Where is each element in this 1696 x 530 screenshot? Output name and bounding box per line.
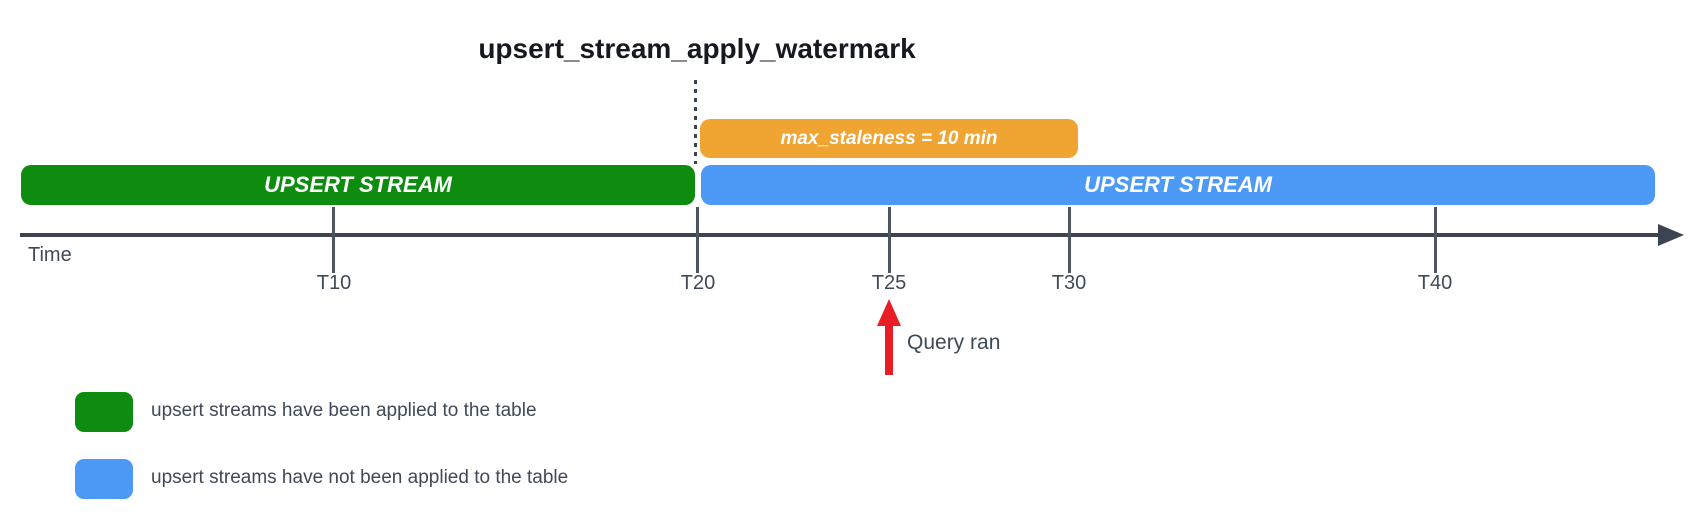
tick-label-t25: T25 bbox=[871, 272, 907, 294]
tick-label-t10: T10 bbox=[316, 272, 352, 294]
upsert-stream-pending-bar: UPSERT STREAM bbox=[701, 165, 1655, 205]
page-title: upsert_stream_apply_watermark bbox=[478, 33, 916, 64]
upsert-stream-applied-bar: UPSERT STREAM bbox=[21, 165, 695, 205]
tick-label-t20: T20 bbox=[680, 272, 716, 294]
legend-label-pending: upsert streams have not been applied to … bbox=[151, 467, 569, 488]
legend-swatch-pending bbox=[75, 459, 133, 499]
legend-label-applied: upsert streams have been applied to the … bbox=[151, 400, 537, 421]
query-arrow-icon bbox=[877, 299, 901, 326]
axis-arrowhead-icon bbox=[1658, 224, 1684, 246]
time-axis-label: Time bbox=[28, 244, 72, 266]
tick-label-t30: T30 bbox=[1051, 272, 1087, 294]
tick-t10 bbox=[332, 207, 335, 273]
tick-t30 bbox=[1068, 207, 1071, 273]
timeline-axis bbox=[20, 233, 1662, 237]
upsert-stream-pending-label: UPSERT STREAM bbox=[1084, 172, 1272, 197]
max-staleness-bar: max_staleness = 10 min bbox=[700, 119, 1078, 158]
tick-label-t40: T40 bbox=[1417, 272, 1453, 294]
tick-t20 bbox=[696, 207, 699, 273]
tick-t25 bbox=[888, 207, 891, 273]
tick-t40 bbox=[1434, 207, 1437, 273]
max-staleness-label: max_staleness = 10 min bbox=[780, 127, 998, 149]
query-arrow-shaft bbox=[885, 324, 893, 375]
legend-swatch-applied bbox=[75, 392, 133, 432]
upsert-stream-applied-label: UPSERT STREAM bbox=[264, 172, 452, 197]
watermark-dashed-line-icon bbox=[694, 80, 697, 164]
query-ran-label: Query ran bbox=[907, 331, 1001, 354]
